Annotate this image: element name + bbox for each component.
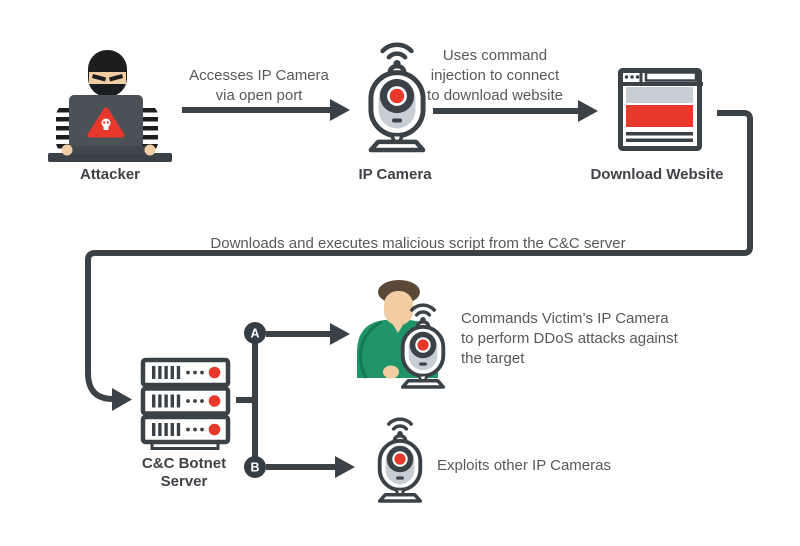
cnc-server-label: C&C Botnet Server bbox=[141, 455, 227, 490]
warning-skull-icon bbox=[87, 107, 125, 138]
victim-icon bbox=[357, 280, 446, 389]
svg-text:B: B bbox=[250, 461, 259, 475]
edge-label-website-to-server: Downloads and executes malicious script … bbox=[210, 235, 626, 252]
address-bar bbox=[644, 71, 698, 82]
attacker-icon bbox=[48, 50, 172, 162]
balaclava-head-icon bbox=[88, 50, 127, 97]
server-unit bbox=[140, 386, 231, 416]
arrow-branch-a bbox=[266, 323, 350, 345]
server-unit bbox=[140, 357, 231, 388]
badge-b: B bbox=[244, 456, 266, 478]
badge-a: A bbox=[244, 322, 266, 344]
connector-website-to-server bbox=[85, 110, 753, 411]
other-camera-icon bbox=[377, 417, 423, 503]
branch-line bbox=[236, 333, 258, 467]
edge-label-branch-b: Exploits other IP Cameras bbox=[437, 457, 611, 474]
arrow-attacker-to-camera bbox=[182, 99, 350, 121]
svg-text:A: A bbox=[250, 327, 259, 341]
hand bbox=[383, 365, 399, 379]
edge-label-branch-a: Commands Victim’s IP Camera to perform D… bbox=[461, 310, 678, 367]
ip-camera-label: IP Camera bbox=[358, 166, 432, 183]
edge-label-camera-to-website: Uses command injection to connect to dow… bbox=[427, 47, 563, 104]
download-website-label: Download Website bbox=[590, 166, 724, 183]
cnc-server-icon bbox=[140, 357, 231, 450]
face bbox=[384, 291, 413, 325]
download-website-icon bbox=[618, 68, 703, 151]
server-unit bbox=[140, 414, 231, 445]
edge-label-attacker-to-camera: Accesses IP Camera via open port bbox=[189, 67, 329, 104]
arrow-branch-b bbox=[266, 456, 355, 478]
arrow-camera-to-website bbox=[433, 100, 598, 122]
attacker-label: Attacker bbox=[79, 166, 141, 183]
